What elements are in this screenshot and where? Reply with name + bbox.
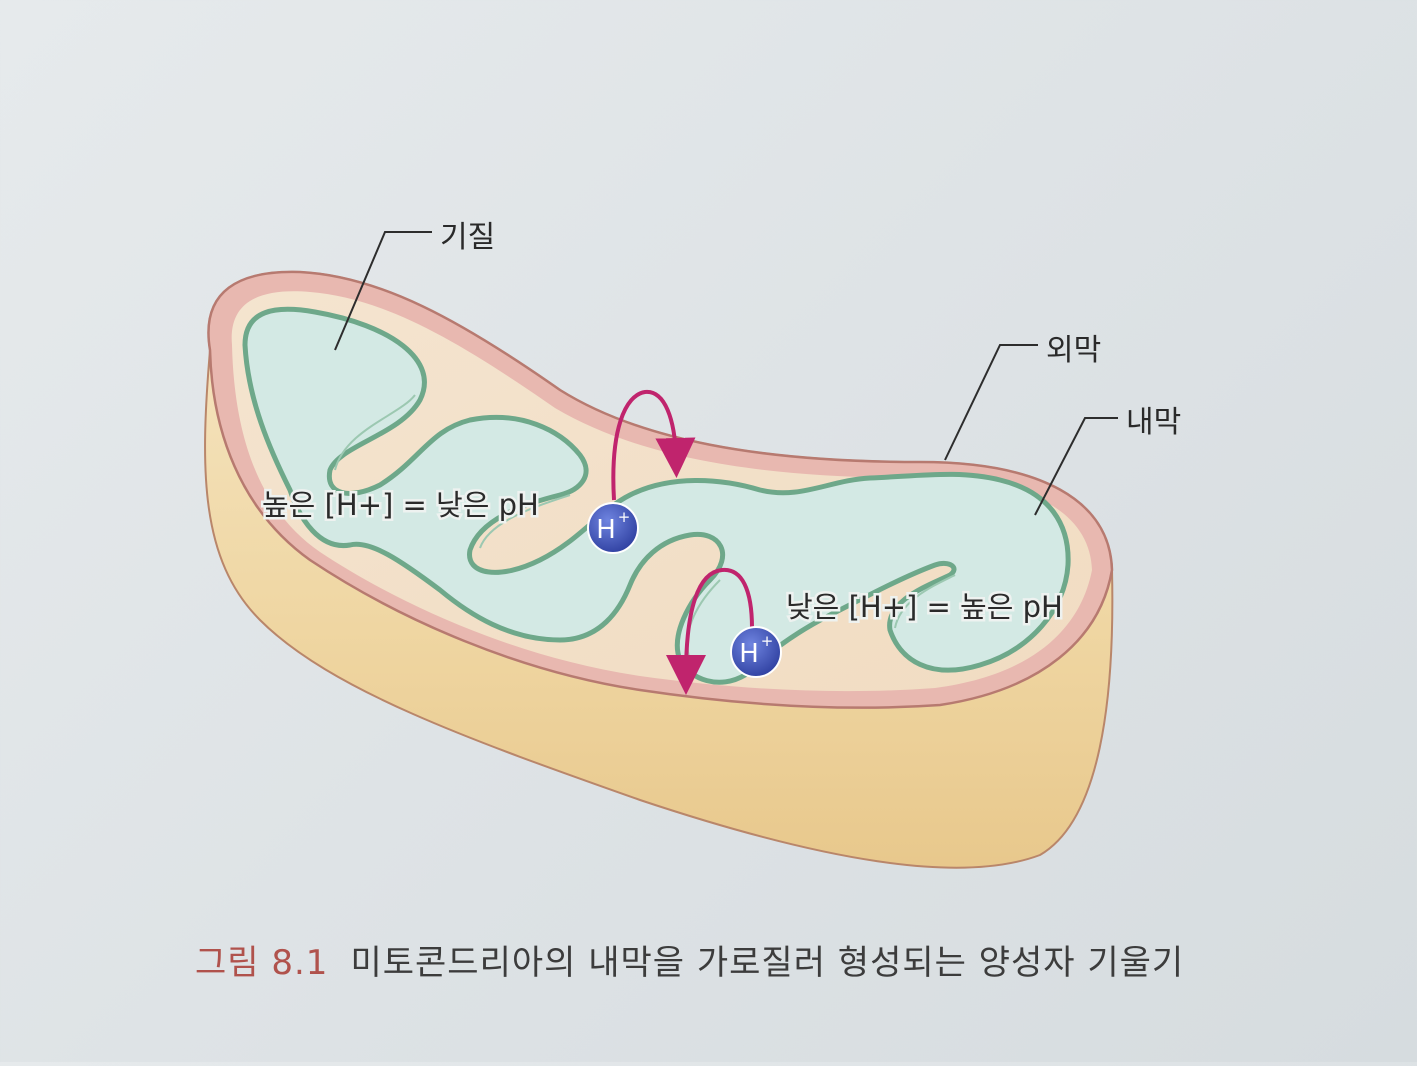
crista-fold (334, 394, 416, 471)
crista-fold (894, 574, 956, 629)
leader-line-inner-membrane (1034, 417, 1118, 516)
background-bleed-text (40, 200, 340, 240)
figure-caption: 그림 8.1 미토콘드리아의 내막을 가로질러 형성되는 양성자 기울기 (195, 935, 1295, 984)
leader-line-matrix (334, 231, 432, 351)
proton-upper: H + (587, 502, 639, 554)
label-low-proton-high-ph: 낮은 [H+] = 높은 pH (786, 590, 1063, 624)
proton-charge: + (618, 508, 631, 526)
proton-charge: + (761, 632, 774, 650)
proton-symbol: H (596, 515, 616, 545)
proton-symbol: H (739, 639, 759, 669)
proton-lower: H + (730, 626, 782, 678)
leader-line-outer-membrane (944, 344, 1038, 461)
proton-pump-arrow-upper (611, 389, 696, 501)
label-inner-membrane: 내막 (1126, 405, 1181, 440)
inner-membrane-matrix (242, 306, 1071, 685)
crista-fold (479, 494, 571, 549)
label-matrix: 기질 (440, 220, 495, 255)
figure-number: 그림 8.1 (195, 943, 329, 983)
figure-caption-text: 미토콘드리아의 내막을 가로질러 형성되는 양성자 기울기 (350, 943, 1185, 983)
label-high-proton-low-ph: 높은 [H+] = 낮은 pH (262, 488, 539, 522)
label-outer-membrane: 외막 (1046, 333, 1101, 368)
proton-pump-arrow-lower (666, 567, 754, 695)
